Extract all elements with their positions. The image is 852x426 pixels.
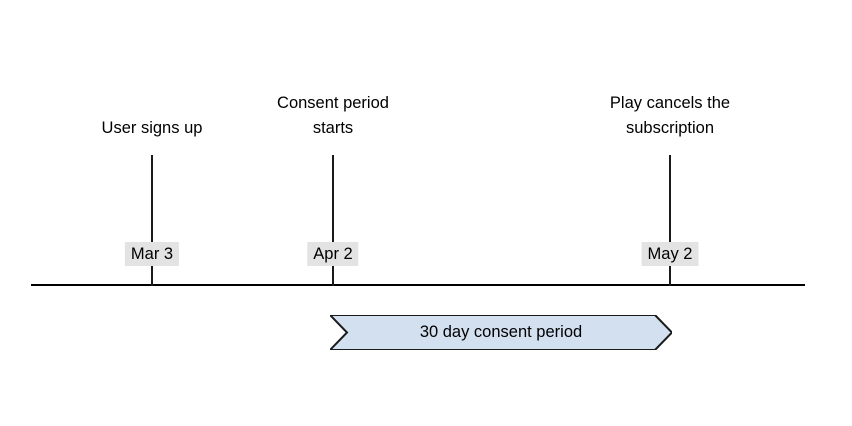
event-label: User signs up [101, 119, 203, 137]
event-tick-line [332, 155, 334, 286]
event-tick-line [151, 155, 153, 286]
event-date-chip: May 2 [641, 242, 699, 266]
event-label: Play cancels the subscription [609, 94, 731, 137]
event-date-chip: Apr 2 [307, 242, 359, 266]
event-date-chip: Mar 3 [124, 242, 180, 266]
event-tick-line [669, 155, 671, 286]
consent-period-banner: 30 day consent period [330, 315, 672, 350]
consent-period-label: 30 day consent period [419, 323, 583, 341]
timeline-axis [31, 284, 805, 286]
event-label: Consent period starts [277, 94, 389, 137]
chevron-arrow-icon [330, 315, 672, 350]
